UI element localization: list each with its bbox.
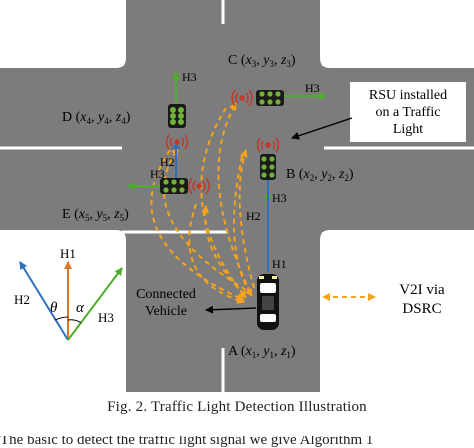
node-b-label: B (x2, y2, z2) — [286, 167, 354, 183]
legend-line1: V2I via — [399, 282, 445, 298]
rsu-callout-line2: on a Traffic — [375, 105, 440, 120]
vehicle-pointer — [205, 305, 257, 314]
rsu-callout-line1: RSU installed — [369, 88, 447, 103]
rsu-d-icon — [165, 134, 189, 150]
angle-h2-ray — [19, 261, 69, 341]
angle-theta-arc — [54, 316, 69, 321]
rsu-b-icon — [256, 137, 280, 153]
v2i-link-a-to-d — [163, 147, 247, 291]
v2i-links — [150, 102, 255, 304]
d-h3-label: H3 — [182, 70, 197, 84]
v2i-link-e-to-a — [188, 203, 245, 304]
angle-alpha-label: α — [76, 300, 85, 316]
body-text-cutoff-line: The basic to detect the traffic light si… — [0, 436, 374, 448]
e-h3-label: H3 — [150, 167, 165, 181]
legend-line2: DSRC — [402, 301, 441, 317]
rsu-callout-box — [350, 82, 466, 142]
a-h1-label: H1 — [272, 257, 287, 271]
legend-v2i-arrow-left — [322, 293, 330, 301]
v2i-link-d-to-a — [150, 149, 245, 301]
v2i-link-b-to-a — [233, 155, 253, 297]
rsu-c-icon — [231, 89, 253, 107]
angle-h3-ray — [67, 267, 123, 341]
traffic-light-d — [165, 104, 189, 150]
rsu-callout-line3: Light — [393, 122, 423, 137]
rsu-callout-pointer — [291, 117, 353, 140]
angle-alpha-arc — [67, 319, 82, 324]
b-h3-label: H3 — [272, 191, 287, 205]
a-h2-label: H2 — [246, 209, 261, 223]
vehicle-label-line1: Connected — [136, 287, 196, 302]
c-h3-label: H3 — [305, 81, 320, 95]
angle-h2-label: H2 — [14, 292, 30, 307]
node-a-label: A (x1, y1, z1) — [228, 344, 296, 360]
e-h2-label: H2 — [160, 155, 175, 169]
legend-v2i-arrow-right — [368, 293, 376, 301]
node-e-label: E (x5, y5, z5) — [62, 207, 129, 223]
heading-angle-diagram: H1 H2 H3 θ α — [14, 246, 123, 341]
connected-vehicle-icon — [257, 274, 279, 330]
node-d-label: D (x4, y4, z4) — [62, 110, 131, 126]
node-c-label: C (x3, y3, z3) — [228, 53, 296, 69]
body-text-cutoff: The basic to detect the traffic light si… — [0, 436, 474, 448]
angle-theta-label: θ — [50, 300, 58, 316]
traffic-light-c — [231, 89, 284, 107]
figure-caption: Fig. 2. Traffic Light Detection Illustra… — [107, 399, 367, 415]
traffic-light-e — [160, 177, 210, 195]
v2i-link-a-to-e — [201, 205, 245, 295]
legend: V2I via DSRC — [322, 282, 445, 317]
angle-h3-label: H3 — [98, 310, 114, 325]
traffic-light-b — [256, 137, 280, 180]
rsu-e-icon — [188, 177, 210, 195]
vehicle-label-line2: Vehicle — [145, 304, 187, 319]
angle-h1-label: H1 — [60, 246, 76, 261]
v2i-link-a-to-b — [238, 149, 255, 289]
